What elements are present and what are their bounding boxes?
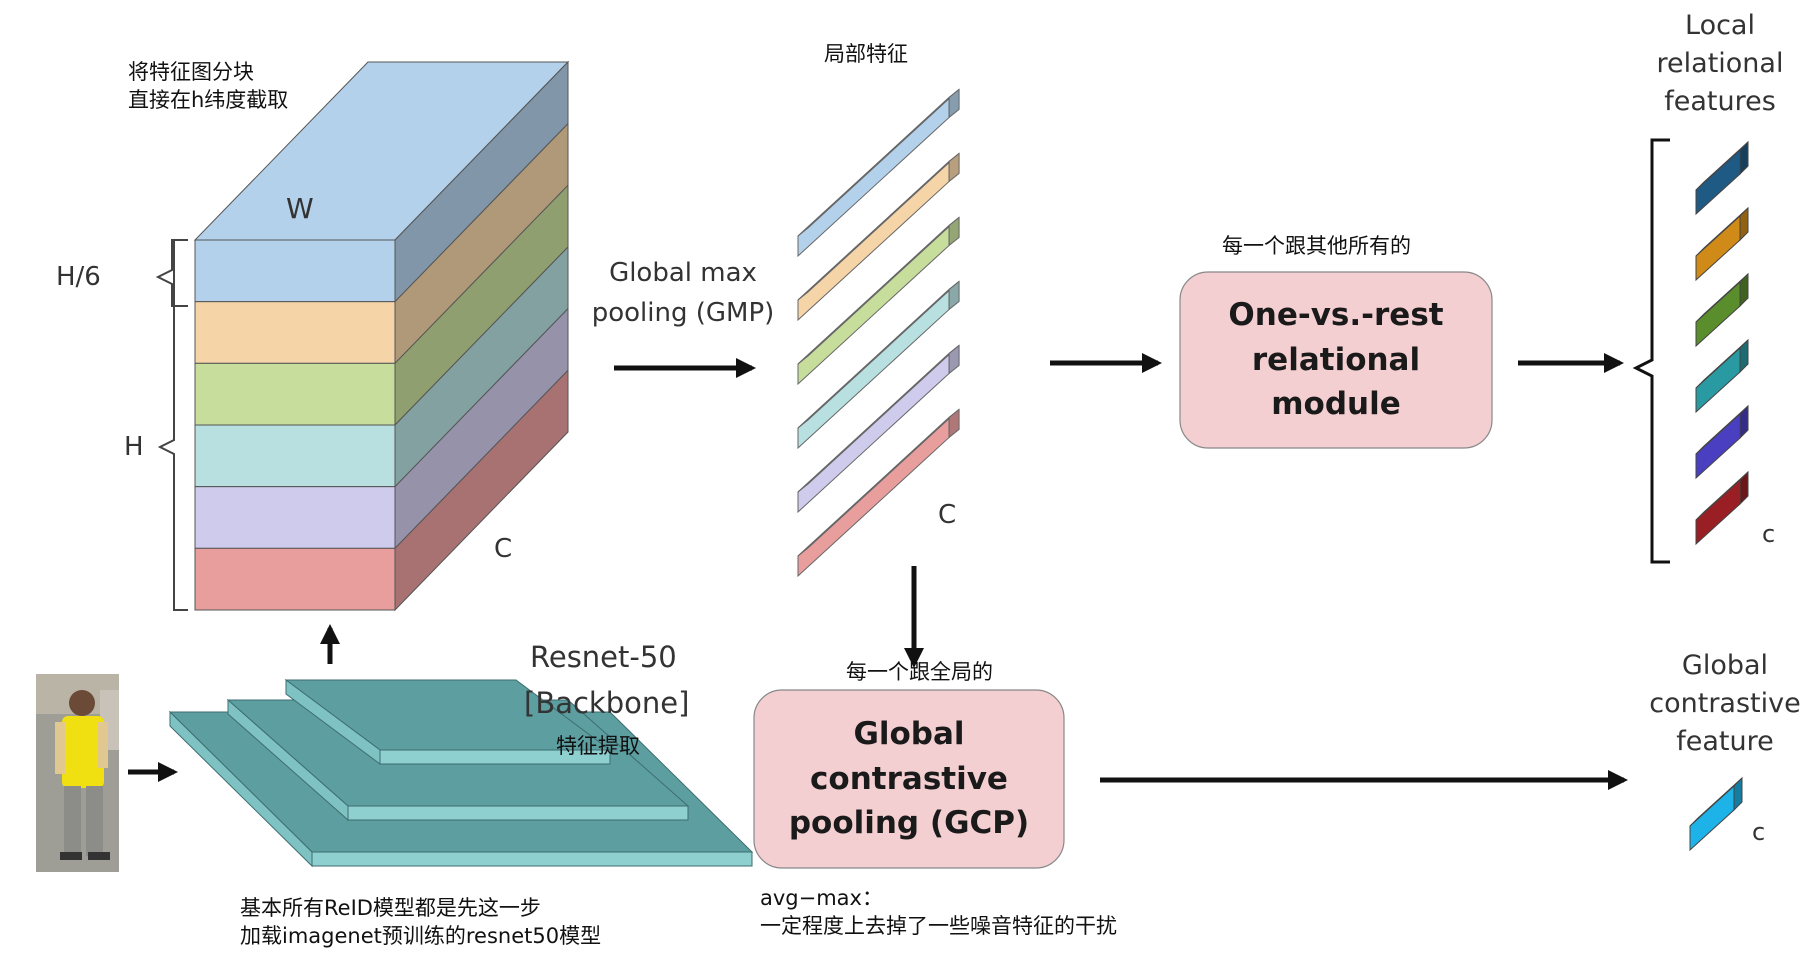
local-cube-end [1739,470,1749,506]
gcp-line2: contrastive [810,760,1008,797]
gcp-line3: pooling (GCP) [788,805,1030,842]
feature-c-label: C [494,534,513,564]
one-vs-rest-module: One-vs.-rest relational module [1180,272,1492,448]
backbone-layer-side [169,710,313,868]
local-cube-front [1695,478,1741,546]
local-c-label: c [1762,520,1776,548]
feature-stripe-front [194,547,396,611]
part-vector-end [948,408,960,439]
h6-label: H/6 [56,262,101,292]
part-vector-end [948,152,960,183]
feature-stripe-front [194,486,396,549]
local-cube-front [1695,280,1741,348]
backbone-layer-front [347,805,689,821]
gcp-module-box [753,689,1065,869]
feature-stripe-front [194,424,396,488]
local-cube-end [1739,404,1749,440]
feature-stripe-front [194,362,396,426]
part-vector-end [948,216,960,247]
backbone-layer-side [227,698,349,822]
one-vs-rest-line2: relational [1251,341,1421,378]
pretrain-note-line2: 加载imagenet预训练的resnet50模型 [240,924,602,948]
global-contrastive-cube [1689,776,1743,852]
feature-stripe-front [194,301,396,364]
part-feature-vectors [797,88,960,578]
global-output-line3: feature [1676,726,1774,757]
pedestrian-image [36,674,119,872]
part-vector-top [797,89,960,237]
backbone-note: 特征提取 [556,734,640,758]
local-cube-front [1695,214,1741,282]
global-c-label: c [1752,818,1766,846]
parts-c-label: C [938,500,957,530]
local-output-line3: features [1664,86,1776,117]
backbone-layer-side [285,679,381,765]
global-cube-front [1689,784,1735,852]
backbone-label-line2: [Backbone] [524,686,690,720]
local-cube-front [1695,412,1741,480]
feature-stripe-side [394,369,569,612]
gmp-label-line2: pooling (GMP) [591,298,775,328]
gcp-line1: Global [853,715,965,752]
local-cube-end [1739,206,1749,242]
backbone-label-line1: Resnet-50 [530,640,677,674]
local-cube-end [1739,338,1749,374]
part-vector-end [948,344,960,375]
gmp-label-line1: Global max [609,258,757,288]
part-vector-end [948,280,960,311]
local-output-line1: Local [1685,10,1755,41]
global-cube-end [1733,776,1743,812]
global-output-line1: Global [1681,650,1769,681]
backbone-layer-front [311,851,753,867]
local-output-line2: relational [1656,48,1784,79]
one-vs-rest-line3: module [1271,386,1401,423]
local-features-bracket [1632,138,1670,564]
gcp-module: Global contrastive pooling (GCP) [754,690,1064,868]
h-bracket [157,239,188,611]
pretrain-note-line1: 基本所有ReID模型都是先这一步 [240,896,541,920]
h-label: H [124,432,144,462]
global-output-line2: contrastive [1649,688,1801,719]
global-note: 每一个跟全局的 [846,660,993,684]
one-vs-rest-module-box [1179,271,1493,449]
feature-stripe-front [194,239,396,303]
feature-map-block [193,60,570,612]
local-cube-end [1739,140,1749,176]
avgmax-note-line1: avg−max： [760,886,883,910]
local-cube-end [1739,272,1749,308]
local-cube-front [1695,346,1741,414]
one-vs-rest-note: 每一个跟其他所有的 [1222,234,1411,258]
width-label: W [286,192,314,225]
h6-bracket [155,239,188,307]
local-relational-cubes [1695,140,1749,546]
local-features-note: 局部特征 [824,42,908,66]
local-cube-front [1695,148,1741,216]
one-vs-rest-line1: One-vs.-rest [1228,296,1444,333]
backbone-layers [168,679,754,868]
split-note-line1: 将特征图分块 [128,60,254,84]
avgmax-note-line2: 一定程度上去掉了一些噪音特征的干扰 [760,914,1117,938]
split-note-line2: 直接在h纬度截取 [128,88,289,112]
part-vector-end [948,88,960,119]
